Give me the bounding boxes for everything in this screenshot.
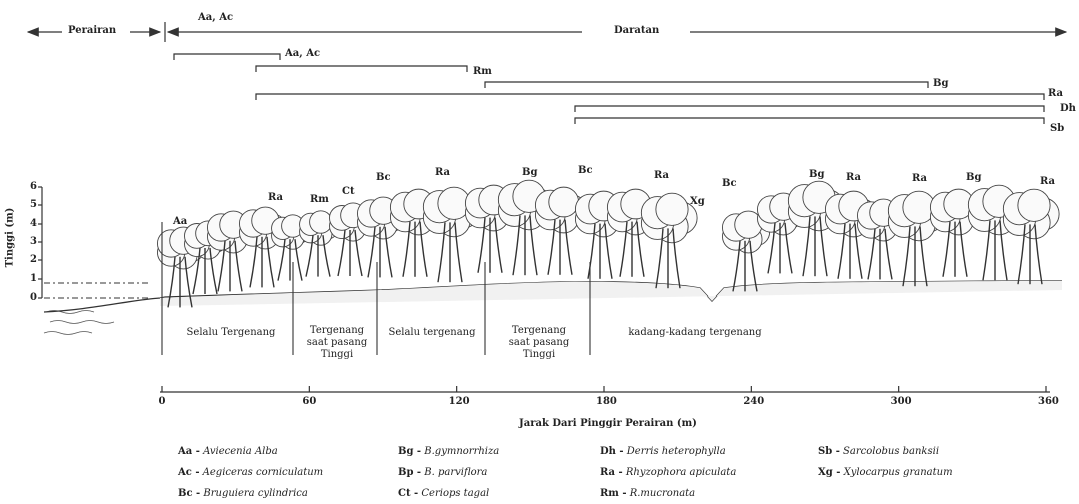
legend-item: Xg - Xylocarpus granatum bbox=[818, 467, 953, 478]
daratan-label: Daratan bbox=[614, 25, 659, 36]
legend-item: Ra - Rhyzophora apiculata bbox=[600, 467, 736, 478]
range-dh bbox=[575, 106, 1044, 112]
y-axis-label: Tinggi (m) bbox=[4, 208, 15, 268]
x-tick-label: 360 bbox=[1038, 396, 1054, 407]
x-tick-label: 60 bbox=[301, 396, 317, 407]
x-tick-label: 120 bbox=[449, 396, 465, 407]
legend-item: Aa - Aviecenia Alba bbox=[178, 446, 278, 457]
tree-label-bg: Bg bbox=[809, 169, 824, 180]
y-tick: 1 bbox=[30, 273, 37, 284]
tree-label-ra: Ra bbox=[654, 170, 669, 181]
legend-code: Rm - bbox=[600, 488, 627, 499]
range-label-ra: Ra bbox=[1048, 88, 1063, 99]
tree-label-ra: Ra bbox=[268, 192, 283, 203]
range-bg bbox=[485, 82, 928, 88]
legend-item: Dh - Derris heterophylla bbox=[600, 446, 726, 457]
zone-label: Tergenang saat pasang Tinggi bbox=[500, 325, 578, 361]
tree-label-ra: Ra bbox=[1040, 176, 1055, 187]
y-axis-line bbox=[38, 187, 42, 298]
legend-code: Ct - bbox=[398, 488, 418, 499]
y-tick: 0 bbox=[30, 292, 37, 303]
legend-name: B. parviflora bbox=[424, 467, 487, 478]
y-tick: 2 bbox=[30, 254, 37, 265]
x-tick-label: 300 bbox=[891, 396, 907, 407]
tree-label-aa: Aa bbox=[173, 216, 187, 227]
range-label-aa-ac: Aa, Ac bbox=[285, 48, 320, 59]
zone-label: Selalu tergenang bbox=[381, 327, 483, 339]
species-range-brackets bbox=[174, 54, 1044, 124]
tree-label-ct: Ct bbox=[342, 186, 355, 197]
y-tick: 3 bbox=[30, 236, 37, 247]
legend-name: Bruguiera cylindrica bbox=[203, 488, 307, 499]
x-axis-label: Jarak Dari Pinggir Perairan (m) bbox=[519, 418, 697, 429]
legend-item: Bc - Bruguiera cylindrica bbox=[178, 488, 308, 499]
x-tick-label: 180 bbox=[596, 396, 612, 407]
range-label-dh: Dh bbox=[1060, 103, 1076, 114]
tree-label-ra: Ra bbox=[912, 173, 927, 184]
legend-code: Ac - bbox=[178, 467, 199, 478]
legend-name: Aviecenia Alba bbox=[203, 446, 278, 457]
legend-name: Aegiceras corniculatum bbox=[203, 467, 324, 478]
legend-code: Dh - bbox=[600, 446, 624, 457]
water-waves bbox=[44, 311, 114, 335]
x-tick-label: 0 bbox=[154, 396, 170, 407]
tree-label-bc: Bc bbox=[722, 178, 737, 189]
x-axis-ticks bbox=[162, 386, 1046, 392]
legend-item: Sb - Sarcolobus banksii bbox=[818, 446, 939, 457]
legend-code: Bg - bbox=[398, 446, 421, 457]
range-label-bg: Bg bbox=[933, 78, 948, 89]
legend-code: Ra - bbox=[600, 467, 623, 478]
tree-label-ra: Ra bbox=[435, 167, 450, 178]
tide-lines bbox=[44, 283, 150, 298]
range-ra bbox=[256, 94, 1044, 100]
tree-label-xg: Xg bbox=[690, 196, 705, 207]
tree-label-bg: Bg bbox=[966, 172, 981, 183]
legend-item: Ac - Aegiceras corniculatum bbox=[178, 467, 323, 478]
legend-code: Bp - bbox=[398, 467, 421, 478]
perairan-label: Perairan bbox=[68, 25, 116, 36]
tree-label-bc: Bc bbox=[578, 165, 593, 176]
legend-item: Bg - B.gymnorrhiza bbox=[398, 446, 499, 457]
zone-label: Tergenang saat pasang Tinggi bbox=[300, 325, 374, 361]
range-rm bbox=[256, 66, 467, 72]
legend-name: Rhyzophora apiculata bbox=[626, 467, 736, 478]
legend-code: Bc - bbox=[178, 488, 200, 499]
tree-crown bbox=[1003, 189, 1059, 284]
tree-label-bc: Bc bbox=[376, 172, 391, 183]
legend-code: Sb - bbox=[818, 446, 840, 457]
range-sb bbox=[575, 118, 1044, 124]
legend-item: Rm - R.mucronata bbox=[600, 488, 695, 499]
legend-name: Xylocarpus granatum bbox=[844, 467, 953, 478]
tree-label-ra: Ra bbox=[846, 172, 861, 183]
y-tick: 6 bbox=[30, 181, 37, 192]
tree-crown bbox=[641, 193, 697, 288]
legend-name: Sarcolobus banksii bbox=[843, 446, 939, 457]
zone-label: kadang-kadang tergenang bbox=[610, 327, 780, 339]
x-tick-label: 240 bbox=[743, 396, 759, 407]
zone-label: Selalu Tergenang bbox=[176, 327, 286, 339]
legend-name: R.mucronata bbox=[630, 488, 695, 499]
top-aa-ac-label: Aa, Ac bbox=[198, 12, 233, 23]
range-label-rm: Rm bbox=[473, 66, 492, 77]
range-aa-ac bbox=[174, 54, 280, 60]
tree-label-bg: Bg bbox=[522, 167, 537, 178]
legend-code: Aa - bbox=[178, 446, 200, 457]
range-label-sb: Sb bbox=[1050, 123, 1064, 134]
y-tick: 5 bbox=[30, 199, 37, 210]
legend-name: Derris heterophylla bbox=[627, 446, 726, 457]
legend-item: Ct - Ceriops tagal bbox=[398, 488, 489, 499]
y-tick: 4 bbox=[30, 218, 37, 229]
legend-name: B.gymnorrhiza bbox=[424, 446, 499, 457]
tree-label-rm: Rm bbox=[310, 194, 329, 205]
legend-code: Xg - bbox=[818, 467, 840, 478]
legend-name: Ceriops tagal bbox=[421, 488, 489, 499]
legend-item: Bp - B. parviflora bbox=[398, 467, 487, 478]
